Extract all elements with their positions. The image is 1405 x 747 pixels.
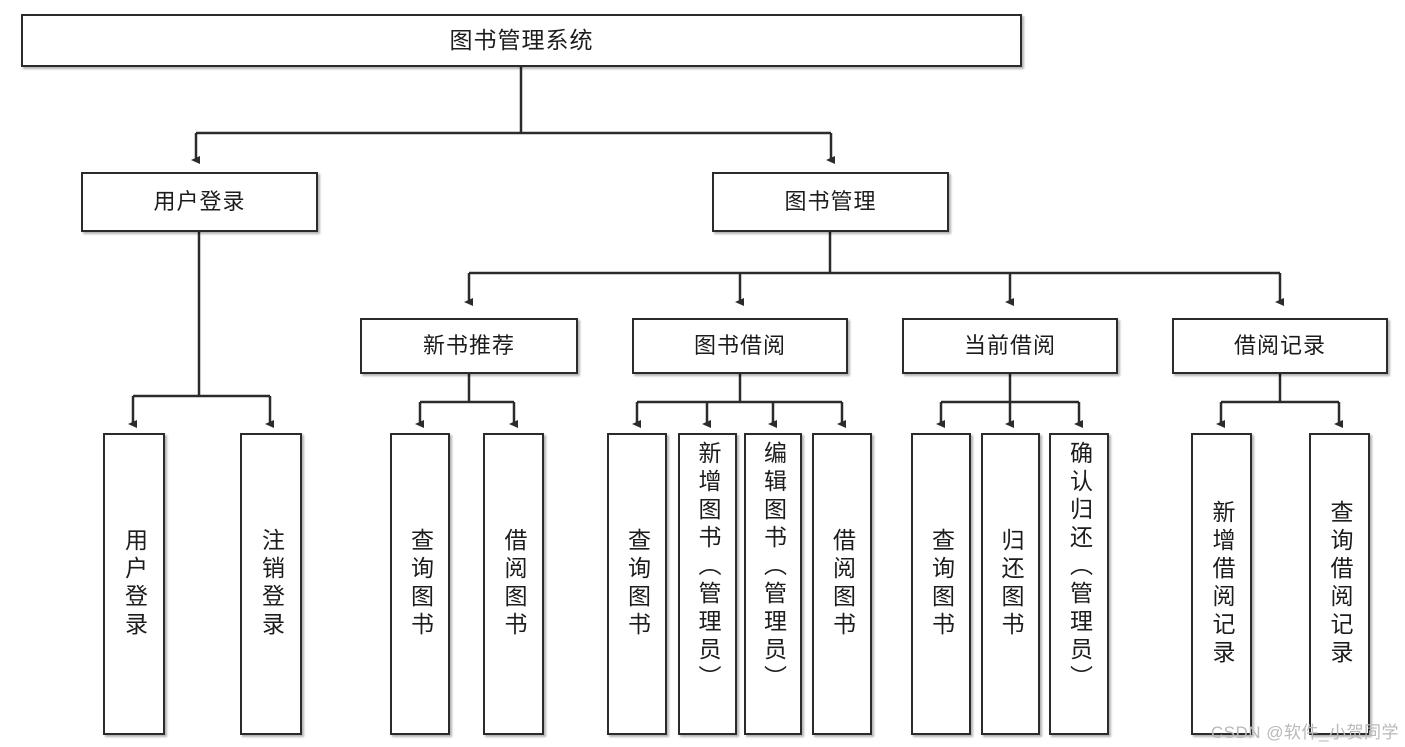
node-label: 借阅记录 bbox=[1233, 333, 1326, 359]
leaf-query-book-current[interactable]: 查询图书 bbox=[911, 433, 971, 735]
leaf-query-book-recommend[interactable]: 查询图书 bbox=[390, 433, 450, 735]
node-label: 注销登录 bbox=[258, 528, 285, 640]
node-label: 图书管理 bbox=[784, 189, 877, 215]
node-label: 图书借阅 bbox=[693, 333, 786, 359]
node-label: 归还图书 bbox=[998, 528, 1024, 640]
node-user-login[interactable]: 用户登录 bbox=[81, 172, 318, 232]
node-new-book-recommend[interactable]: 新书推荐 bbox=[360, 318, 578, 374]
leaf-add-book-admin[interactable]: 新增图书（管理员） bbox=[678, 433, 737, 735]
node-label: 编辑图书（管理员） bbox=[760, 441, 787, 693]
node-label: 当前借阅 bbox=[963, 333, 1056, 359]
node-label: 借阅图书 bbox=[501, 528, 527, 640]
leaf-query-borrow-record[interactable]: 查询借阅记录 bbox=[1309, 433, 1370, 735]
node-root-book-management-system[interactable]: 图书管理系统 bbox=[21, 14, 1022, 67]
leaf-edit-book-admin[interactable]: 编辑图书（管理员） bbox=[744, 433, 802, 735]
node-label: 新增图书（管理员） bbox=[695, 441, 721, 693]
node-label: 用户登录 bbox=[121, 528, 148, 640]
node-label: 图书管理系统 bbox=[449, 27, 594, 54]
node-label: 用户登录 bbox=[153, 189, 246, 215]
leaf-confirm-return-admin[interactable]: 确认归还（管理员） bbox=[1049, 433, 1109, 735]
node-book-borrow[interactable]: 图书借阅 bbox=[632, 318, 848, 374]
leaf-add-borrow-record[interactable]: 新增借阅记录 bbox=[1191, 433, 1252, 735]
leaf-return-book[interactable]: 归还图书 bbox=[981, 433, 1040, 735]
node-label: 新书推荐 bbox=[422, 333, 515, 359]
node-label: 借阅图书 bbox=[829, 528, 856, 640]
leaf-borrow-book[interactable]: 借阅图书 bbox=[812, 433, 872, 735]
node-book-management[interactable]: 图书管理 bbox=[712, 172, 949, 232]
watermark-text: CSDN @软件_小贺同学 bbox=[1210, 723, 1399, 742]
node-label: 查询图书 bbox=[624, 528, 651, 640]
node-current-borrow[interactable]: 当前借阅 bbox=[902, 318, 1118, 374]
leaf-query-book-borrow[interactable]: 查询图书 bbox=[607, 433, 667, 735]
node-label: 确认归还（管理员） bbox=[1066, 441, 1093, 693]
node-borrow-record[interactable]: 借阅记录 bbox=[1172, 318, 1388, 374]
node-label: 查询借阅记录 bbox=[1327, 500, 1353, 668]
leaf-user-login[interactable]: 用户登录 bbox=[103, 433, 165, 735]
node-label: 查询图书 bbox=[928, 528, 955, 640]
node-label: 查询图书 bbox=[407, 528, 434, 640]
node-label: 新增借阅记录 bbox=[1209, 500, 1235, 668]
leaf-user-logout[interactable]: 注销登录 bbox=[240, 433, 302, 735]
leaf-borrow-book-recommend[interactable]: 借阅图书 bbox=[483, 433, 544, 735]
